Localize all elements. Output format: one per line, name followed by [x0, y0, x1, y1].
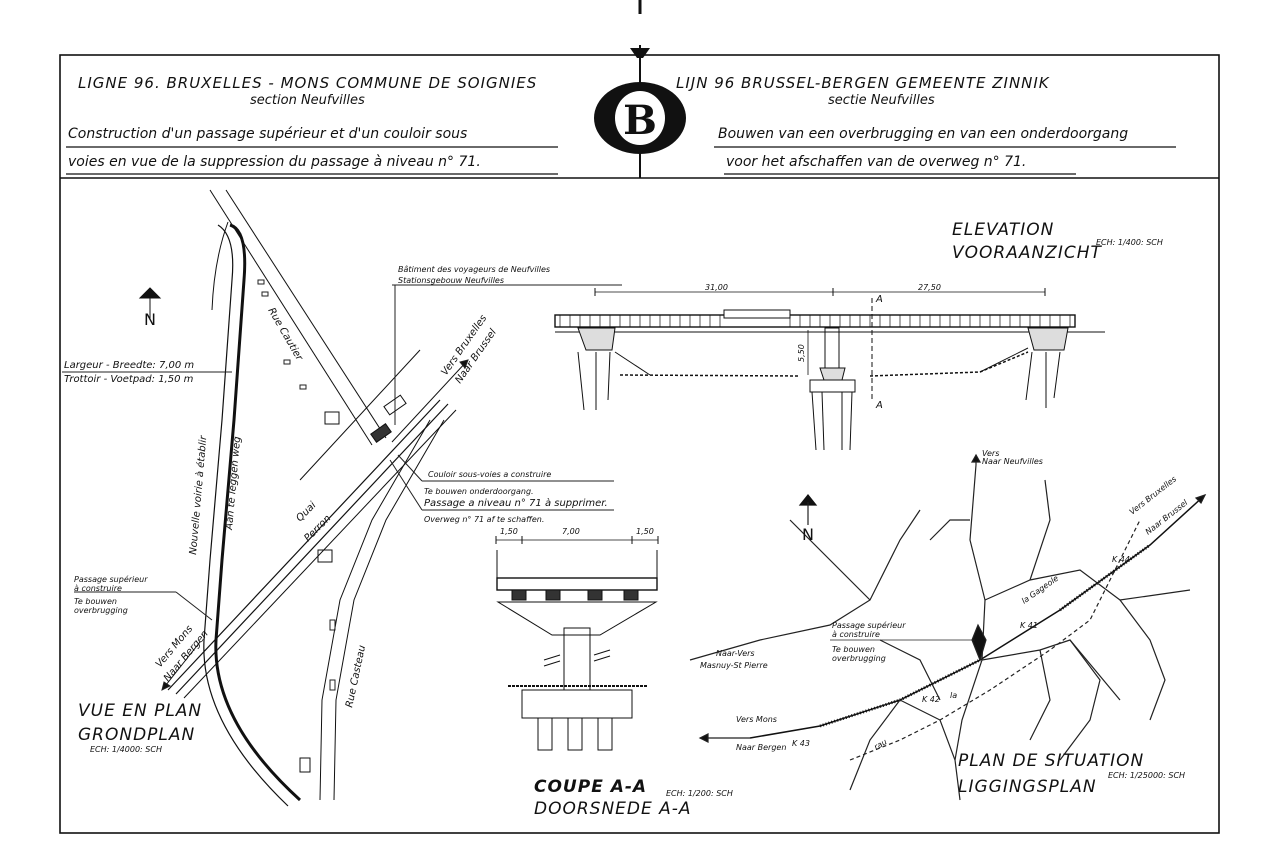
section-dim-right: 1,50 [636, 527, 654, 536]
plan-north: N [144, 310, 156, 329]
situation-km-43: K 43 [792, 739, 810, 748]
situation-overpass-nl-2: overbrugging [832, 654, 886, 663]
plan-sidewalk-note: Trottoir - Voetpad: 1,50 m [64, 374, 194, 385]
plan-overpass-nl-1: Te bouwen [74, 597, 117, 606]
situation-title-nl: LIGGINGSPLAN [958, 777, 1097, 797]
situation-scale: ECH: 1/25000: SCH [1108, 771, 1185, 780]
plan-title-nl: GRONDPLAN [78, 725, 195, 745]
header-right-section: sectie Neufvilles [828, 93, 935, 108]
plan-overpass-fr-1: Passage supérieur [74, 574, 148, 584]
situation-la-label: la [950, 691, 957, 700]
railway-logo: B [594, 45, 686, 178]
situation-overpass-nl-1: Te bouwen [832, 645, 875, 654]
situation-km-44: K 44 [1112, 555, 1130, 564]
elevation-view [554, 288, 1105, 451]
section-scale: ECH: 1/200: SCH [666, 789, 733, 798]
section-dim-left: 1,50 [500, 527, 518, 536]
plan-view [62, 189, 622, 807]
elevation-height: 5,50 [797, 344, 806, 362]
header-right-desc-1: Bouwen van een overbrugging en van een o… [718, 126, 1128, 142]
plan-couloir-fr: Couloir sous-voies a construire [428, 470, 551, 479]
section-dim-mid: 7,00 [562, 527, 580, 536]
header-left-section: section Neufvilles [250, 93, 365, 108]
elevation-span-1: 31,00 [705, 283, 728, 292]
plan-quai: Quai [294, 500, 318, 524]
situation-to-neufvilles-2: Naar Neufvilles [982, 457, 1043, 466]
situation-km-41: K 41 [1020, 621, 1038, 630]
plan-passage-fr: Passage a niveau n° 71 à supprimer. [424, 497, 608, 509]
header-right-title: LIJN 96 BRUSSEL-BERGEN GEMEENTE ZINNIK [676, 74, 1050, 92]
plan-station-nl: Stationsgebouw Neufvilles [398, 276, 504, 285]
situation-map [689, 453, 1207, 801]
plan-rue-cautier: Rue Cautier [265, 306, 304, 363]
plan-new-road-label-nl: Aan te leggen weg [224, 436, 243, 531]
elevation-section-mark-top: A [875, 294, 883, 305]
situation-to-brussels-nl: Naar Brussel [1144, 498, 1190, 537]
header-left-title: LIGNE 96. BRUXELLES - MONS COMMUNE DE SO… [78, 74, 537, 92]
situation-km-42: K 42 [922, 695, 940, 704]
plan-station-fr: Bâtiment des voyageurs de Neufvilles [398, 265, 550, 274]
situation-river-2: rau [873, 737, 889, 751]
situation-north: N [802, 525, 814, 544]
elevation-title-nl: VOORAANZICHT [952, 243, 1102, 263]
cross-section [495, 536, 659, 751]
situation-to-masnuy-2: Masnuy-St Pierre [700, 661, 768, 670]
plan-passage-nl: Overweg n° 71 af te schaffen. [424, 515, 544, 524]
situation-overpass-fr-1: Passage supérieur [832, 620, 906, 630]
logo-letter: B [623, 97, 657, 144]
plan-overpass-fr-2: à construire [74, 584, 122, 593]
plan-width-note: Largeur - Breedte: 7,00 m [64, 360, 194, 371]
situation-overpass-fr-2: à construire [832, 630, 880, 639]
plan-rue-casteau: Rue Casteau [344, 644, 368, 708]
elevation-span-2: 27,50 [918, 283, 941, 292]
plan-scale: ECH: 1/4000: SCH [90, 745, 162, 754]
elevation-title-fr: ELEVATION [952, 220, 1054, 240]
header-left-desc-1: Construction d'un passage supérieur et d… [68, 126, 467, 142]
header-left-desc-2: voies en vue de la suppression du passag… [68, 154, 481, 170]
elevation-section-mark-bottom: A [875, 400, 883, 411]
plan-new-road-label: Nouvelle voirie à établir [187, 434, 209, 555]
elevation-scale: ECH: 1/400: SCH [1096, 238, 1163, 247]
situation-to-neufvilles-1: Vers [982, 449, 999, 458]
situation-title-fr: PLAN DE SITUATION [958, 751, 1144, 771]
situation-to-masnuy-1: Naar-Vers [716, 649, 755, 658]
situation-to-mons-1: Vers Mons [736, 715, 777, 724]
plan-title-fr: VUE EN PLAN [78, 701, 202, 721]
section-title-nl: DOORSNEDE A-A [534, 799, 692, 819]
plan-couloir-nl: Te bouwen onderdoorgang. [424, 487, 534, 496]
plan-overpass-nl-2: overbrugging [74, 606, 128, 615]
section-title-fr: COUPE A-A [534, 777, 647, 797]
header-right-desc-2: voor het afschaffen van de overweg n° 71… [726, 154, 1026, 170]
situation-to-mons-2: Naar Bergen [736, 743, 786, 752]
